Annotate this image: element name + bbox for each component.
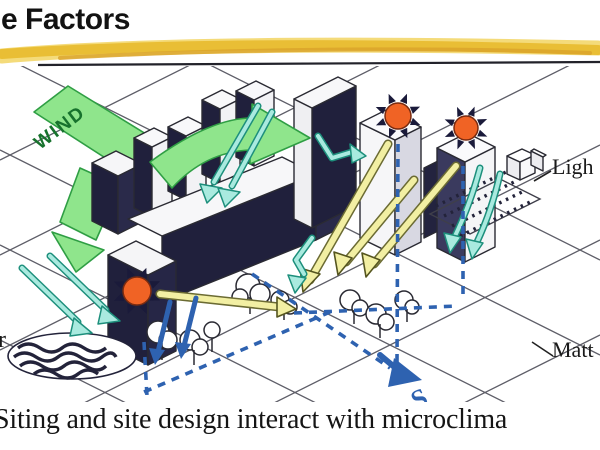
building-icon — [506, 148, 536, 181]
label-leader-lines — [531, 170, 554, 357]
reflected-light-arrow-icon — [18, 102, 504, 337]
label-matter: Matt — [552, 337, 594, 362]
light-beam-icon — [155, 139, 461, 318]
yellow-marker-underline — [0, 37, 600, 64]
drawing-top-border — [37, 60, 600, 67]
building-icon — [530, 148, 547, 172]
slide-title: e Factors — [1, 3, 130, 36]
sun-icon — [444, 106, 488, 150]
slide-caption: Siting and site design interact with mic… — [0, 404, 508, 435]
hedge-scribble-icon — [7, 332, 137, 380]
south-arrow-icon — [377, 352, 422, 387]
shadow-arrow-icon — [149, 295, 199, 365]
sun-icon — [375, 93, 421, 139]
sun-path-dashed-line-icon — [142, 143, 465, 397]
label-left-fragment: r — [0, 327, 6, 353]
sun-icon — [113, 267, 161, 315]
label-light: Ligh — [552, 154, 594, 179]
building-icon — [436, 132, 496, 263]
wind-arrow-icon — [149, 103, 311, 189]
